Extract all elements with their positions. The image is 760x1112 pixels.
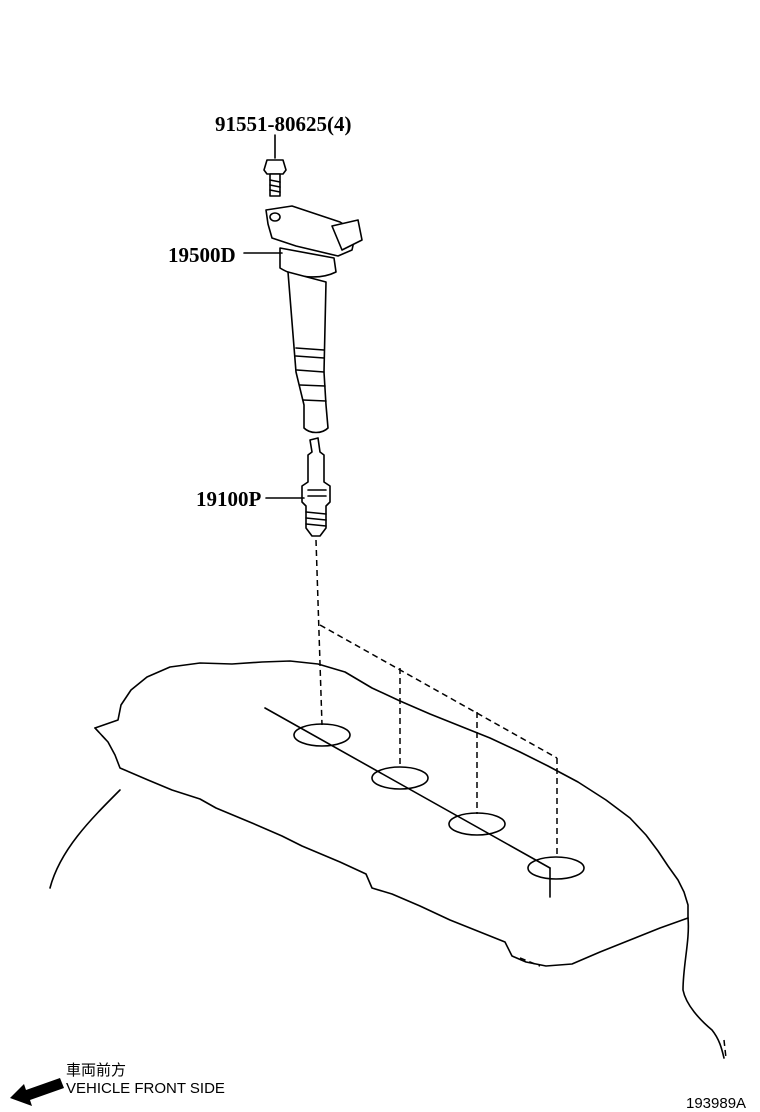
spark-plug-drawing [301,437,331,537]
cylinder-head-outline [49,660,727,1059]
spark-plug-part-number[interactable]: 19100P [196,487,262,511]
vehicle-front-label-jp: 車両前方 [66,1062,126,1079]
vehicle-front-indicator: 車両前方 VEHICLE FRONT SIDE [10,1062,225,1106]
bolt-part-number[interactable]: 91551-80625(4) [215,112,351,136]
plug-holes [264,707,585,898]
ignition-coil-part-number[interactable]: 19500D [168,243,236,267]
arrow-front-left-icon [10,1078,64,1106]
installation-dashed-lines [315,539,558,858]
ignition-coil-drawing [265,205,363,434]
vehicle-front-label-en: VEHICLE FRONT SIDE [66,1080,225,1097]
bolt-drawing [263,134,287,197]
figure-id: 193989A [686,1095,746,1112]
